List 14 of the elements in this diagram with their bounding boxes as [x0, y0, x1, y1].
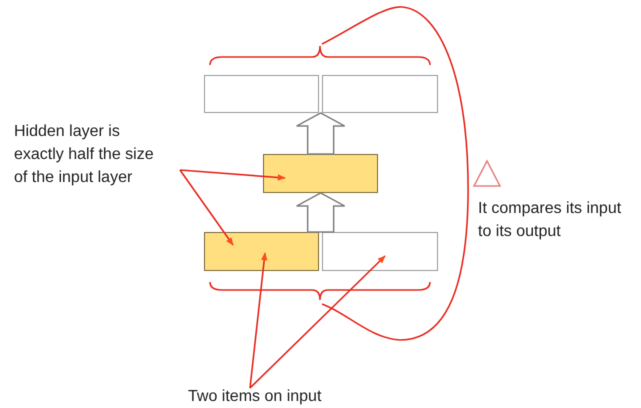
block-arrow: [296, 112, 346, 155]
output-layer-box: [204, 75, 319, 113]
hidden-layer-box: [263, 154, 378, 193]
output-layer-box: [322, 75, 438, 113]
leader-line: [179, 170, 234, 246]
leader-line: [180, 169, 286, 181]
input-layer-box: [204, 232, 319, 271]
annotation-text: Two items on input: [188, 385, 338, 407]
annotation-text: It compares its input to its output: [478, 197, 628, 247]
block-arrow: [296, 192, 346, 233]
annotation-text: Hidden layer is exactly half the size of the input layer: [14, 120, 156, 216]
leader-line: [249, 252, 268, 388]
input-layer-box: [322, 232, 438, 271]
leader-line: [249, 255, 386, 389]
